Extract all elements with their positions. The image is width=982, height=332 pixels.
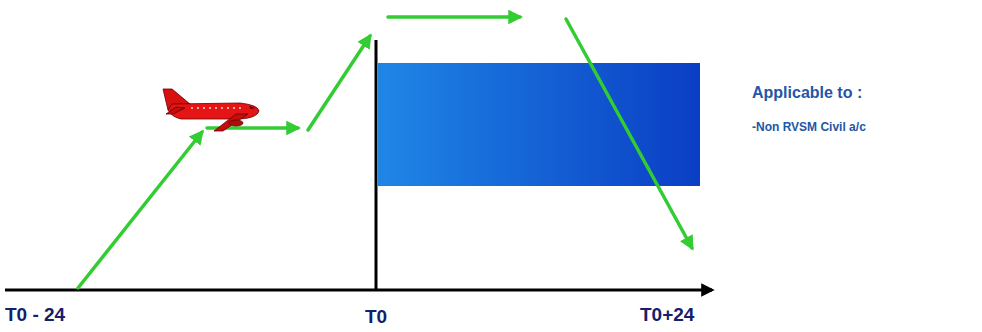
- airplane-icon: [163, 89, 259, 131]
- note-heading: Applicable to :: [752, 84, 862, 102]
- axis-label: T0+24: [640, 304, 694, 326]
- level-band: [378, 63, 700, 186]
- climb-arrow: [78, 132, 202, 288]
- axis-label: T0 - 24: [5, 304, 65, 326]
- climb-arrow: [308, 36, 370, 130]
- t0-line: [375, 40, 378, 290]
- note-text: -Non RVSM Civil a/c: [752, 121, 866, 135]
- descent-arrow: [566, 19, 692, 248]
- axis-label: T0: [365, 306, 387, 328]
- time-axis: [5, 289, 712, 292]
- level-arrow: [388, 15, 520, 19]
- flight-profile: [78, 17, 692, 288]
